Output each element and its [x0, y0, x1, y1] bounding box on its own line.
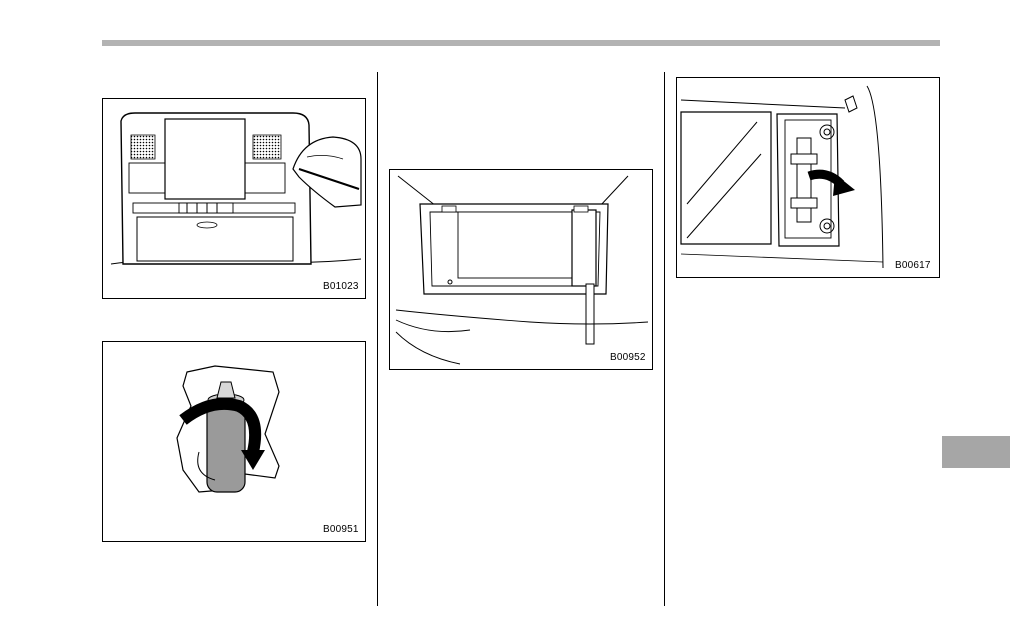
- header-rule: [102, 40, 940, 46]
- figure-code: B00952: [610, 352, 646, 363]
- console-lens-illustration: [103, 99, 365, 298]
- column-divider-right: [664, 72, 665, 606]
- section-thumb-tab: [942, 436, 1010, 468]
- figure-code: B01023: [323, 281, 359, 292]
- column-divider-left: [377, 72, 378, 606]
- figure-code: B00951: [323, 524, 359, 535]
- vanity-bulb-illustration: [677, 78, 939, 277]
- figure-vanity-lens: B00952: [389, 169, 653, 370]
- figure-console-lens: B01023: [102, 98, 366, 299]
- figure-code: B00617: [895, 260, 931, 271]
- figure-bulb-socket: B00951: [102, 341, 366, 542]
- figure-vanity-bulb: B00617: [676, 77, 940, 278]
- vanity-lens-illustration: [390, 170, 652, 369]
- bulb-socket-illustration: [103, 342, 365, 541]
